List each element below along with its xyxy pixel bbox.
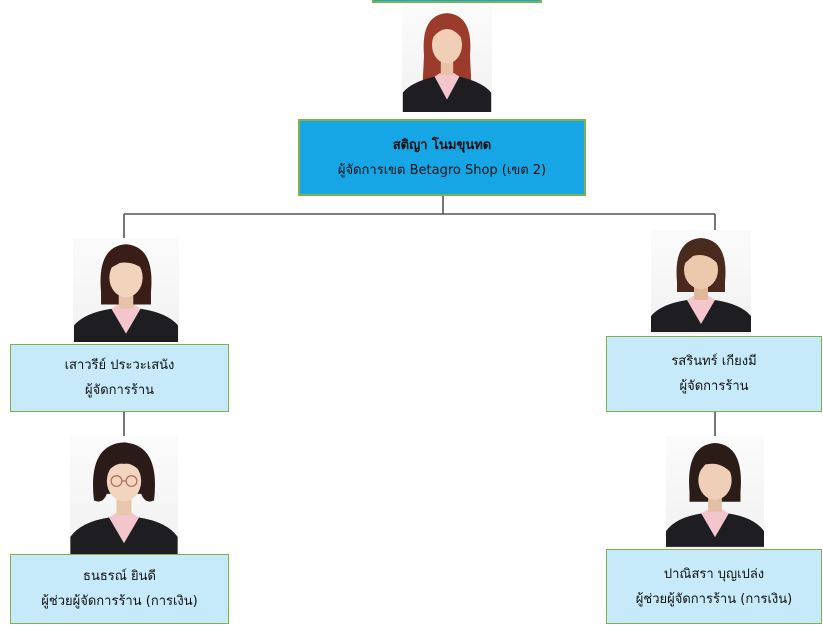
node-left-store-manager: เสาวรีย์ ประวะเสนัง ผู้จัดการร้าน: [10, 344, 229, 412]
node-name: ธนธรณ์ ยินดี: [83, 569, 156, 584]
node-right-store-manager: รสรินทร์ เกียงมี ผู้จัดการร้าน: [606, 336, 822, 412]
node-name: เสาวรีย์ ประวะเสนัง: [64, 358, 175, 373]
node-title: ผู้ช่วยผู้จัดการร้าน (การเงิน): [41, 594, 198, 609]
node-title: ผู้จัดการร้าน: [679, 379, 749, 394]
photo-left-assistant: [70, 436, 178, 554]
node-right-assistant-manager: ปาณิสรา บุญเปล่ง ผู้ช่วยผู้จัดการร้าน (ก…: [606, 549, 822, 624]
node-title: ผู้จัดการร้าน: [85, 383, 154, 398]
node-regional-manager: สติญา โนมขุนทด ผู้จัดการเขต Betagro Shop…: [298, 119, 586, 196]
top-box-partial: [372, 0, 542, 3]
node-name: ปาณิสรา บุญเปล่ง: [663, 566, 765, 582]
node-name: สติญา โนมขุนทด: [392, 137, 492, 153]
node-left-assistant-manager: ธนธรณ์ ยินดี ผู้ช่วยผู้จัดการร้าน (การเง…: [10, 554, 229, 624]
photo-right-manager: [651, 230, 751, 334]
portrait-icon: [74, 244, 178, 342]
portrait-icon: [666, 443, 764, 547]
photo-left-manager: [73, 238, 179, 342]
node-title: ผู้ช่วยผู้จัดการร้าน (การเงิน): [635, 591, 793, 607]
node-title: ผู้จัดการเขต Betagro Shop (เขต 2): [337, 162, 547, 178]
portrait-icon: [402, 13, 492, 112]
portrait-icon: [651, 238, 751, 332]
portrait-icon: [70, 442, 178, 554]
node-name: รสรินทร์ เกียงมี: [671, 354, 757, 369]
photo-top-manager: [402, 6, 492, 112]
photo-right-assistant: [666, 436, 764, 548]
